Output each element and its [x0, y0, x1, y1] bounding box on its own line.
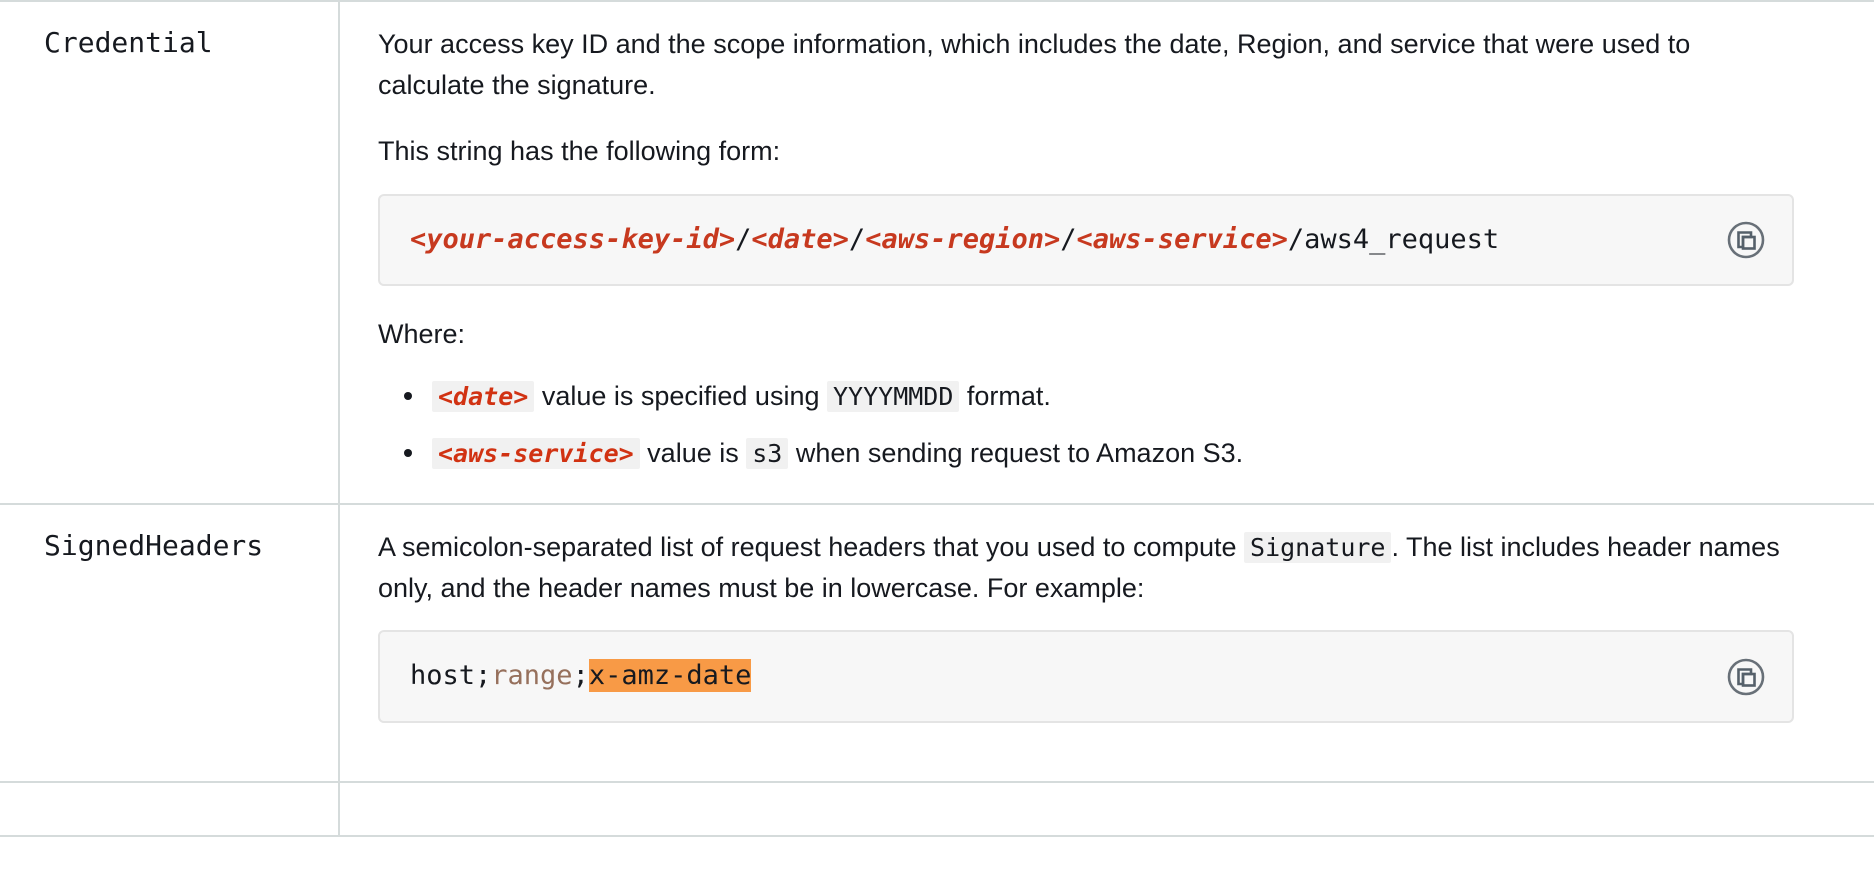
code-token: x-amz-date: [588, 659, 752, 693]
where-label: Where:: [378, 318, 466, 349]
inline-placeholder: <date>: [432, 381, 535, 413]
table-row-credential: Credential Your access key ID and the sc…: [0, 0, 1874, 506]
code-token: <aws-region>: [865, 223, 1061, 255]
signedheaders-description: A semicolon-separated list of request he…: [378, 532, 1780, 603]
credential-paragraph-2: This string has the following form:: [378, 136, 781, 166]
copy-icon[interactable]: [1724, 655, 1768, 699]
list-item: <aws-service> value is s3 when sending r…: [404, 433, 1794, 474]
code-token: /: [735, 223, 752, 255]
copy-icon[interactable]: [1724, 218, 1768, 262]
code-token: /: [848, 223, 866, 255]
code-token: host;: [410, 660, 492, 692]
inline-code: YYYYMMDD: [826, 381, 960, 413]
code-line-signedheaders-example: host;range;x-amz-date: [410, 658, 1702, 694]
term-cell-credential: Credential: [0, 0, 340, 506]
term-cell-next: [0, 780, 340, 837]
code-token: <date>: [751, 223, 849, 255]
code-line-credential-format: <your-access-key-id>/<date>/<aws-region>…: [410, 222, 1702, 258]
table-row-next-partial: [0, 780, 1874, 837]
description-cell-next: [339, 780, 1874, 837]
code-token: /aws4_request: [1287, 223, 1500, 255]
term-label-signedheaders: SignedHeaders: [44, 529, 264, 563]
inline-placeholder: <aws-service>: [432, 437, 640, 469]
code-token: /: [1060, 223, 1077, 255]
term-cell-signedheaders: SignedHeaders: [0, 503, 340, 783]
inline-code: s3: [746, 437, 789, 469]
credential-bullet-list: <date> value is specified using YYYYMMDD…: [378, 376, 1794, 473]
code-token: range: [491, 660, 573, 692]
code-token: ;: [572, 660, 589, 692]
credential-paragraph-1: Your access key ID and the scope informa…: [378, 29, 1691, 100]
code-token: <aws-service>: [1076, 223, 1288, 255]
code-block-credential-format: <your-access-key-id>/<date>/<aws-region>…: [378, 193, 1794, 286]
description-cell-credential: Your access key ID and the scope informa…: [339, 0, 1874, 506]
list-item: <date> value is specified using YYYYMMDD…: [404, 376, 1794, 417]
description-cell-signedheaders: A semicolon-separated list of request he…: [339, 503, 1874, 783]
inline-code: Signature: [1244, 532, 1392, 564]
code-token: <your-access-key-id>: [410, 223, 736, 255]
table-row-signedheaders: SignedHeaders A semicolon-separated list…: [0, 503, 1874, 783]
parameter-description-table: Credential Your access key ID and the sc…: [0, 0, 1874, 837]
term-label-credential: Credential: [44, 26, 213, 59]
code-block-signedheaders-example: host;range;x-amz-date: [378, 630, 1794, 723]
